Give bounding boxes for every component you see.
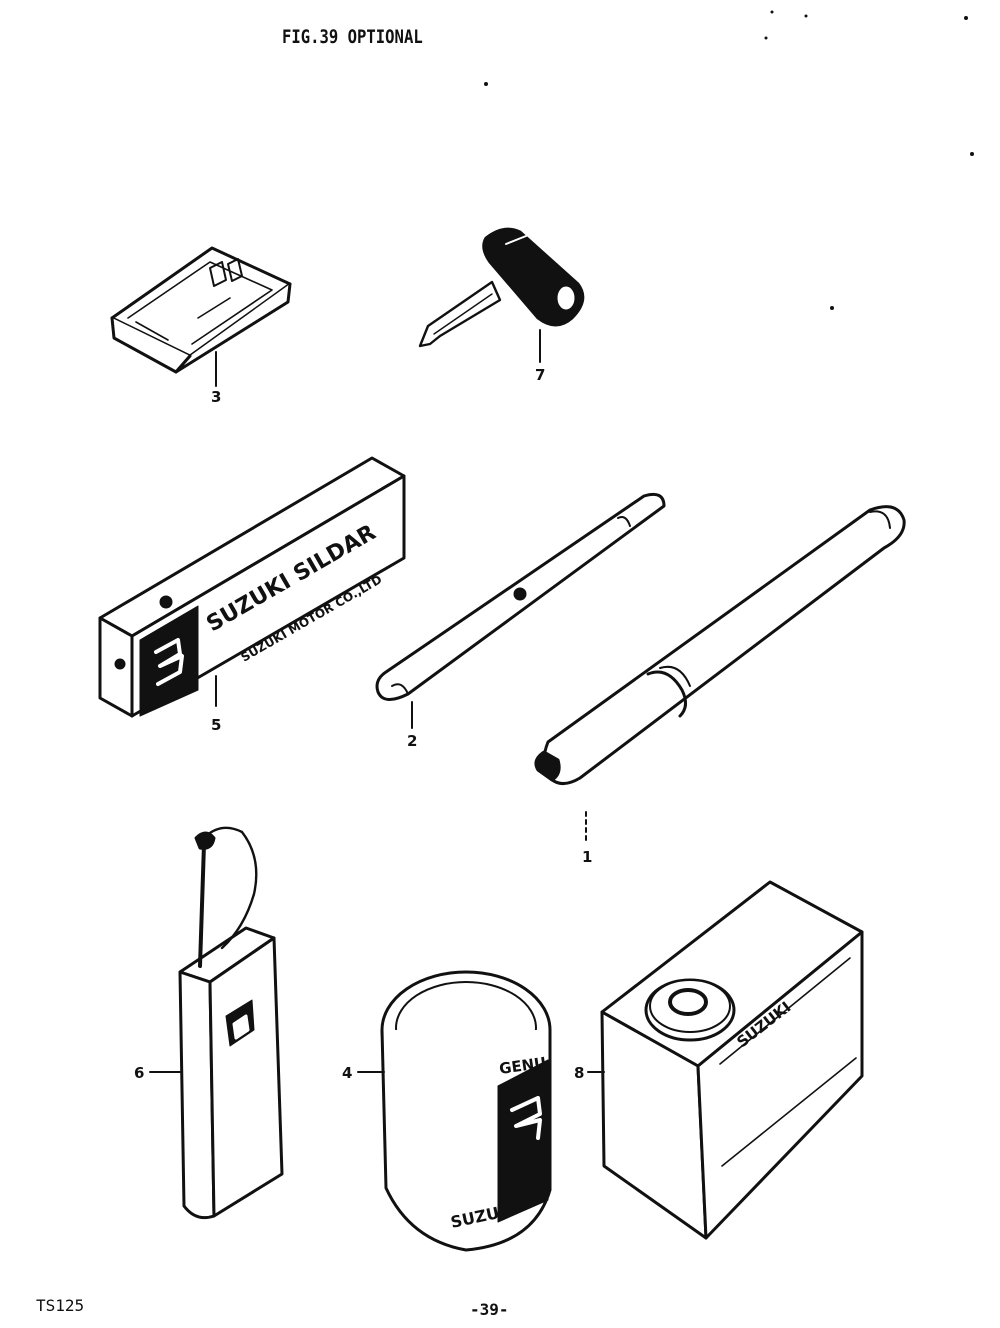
pump-illustration xyxy=(534,505,906,843)
tire-lever-illustration xyxy=(375,492,666,729)
callout-7: 7 xyxy=(535,366,545,384)
callout-1: 1 xyxy=(582,848,592,866)
callout-6: 6 xyxy=(134,1064,144,1082)
sildar-box-illustration xyxy=(98,456,406,718)
page-number: -39- xyxy=(470,1300,509,1319)
model-code: TS125 xyxy=(36,1296,85,1315)
callout-4: 4 xyxy=(342,1064,352,1082)
scan-noise xyxy=(484,10,974,310)
page-title: FIG.39 OPTIONAL xyxy=(282,26,423,48)
touch-up-bottle-illustration xyxy=(149,826,284,1220)
grease-can-illustration xyxy=(357,970,552,1252)
case-illustration xyxy=(110,246,292,387)
oil-can-illustration xyxy=(587,880,864,1240)
callout-3: 3 xyxy=(211,388,221,406)
key-illustration xyxy=(418,227,585,363)
callout-8: 8 xyxy=(574,1064,584,1082)
callout-5: 5 xyxy=(211,716,221,734)
callout-2: 2 xyxy=(407,732,417,750)
